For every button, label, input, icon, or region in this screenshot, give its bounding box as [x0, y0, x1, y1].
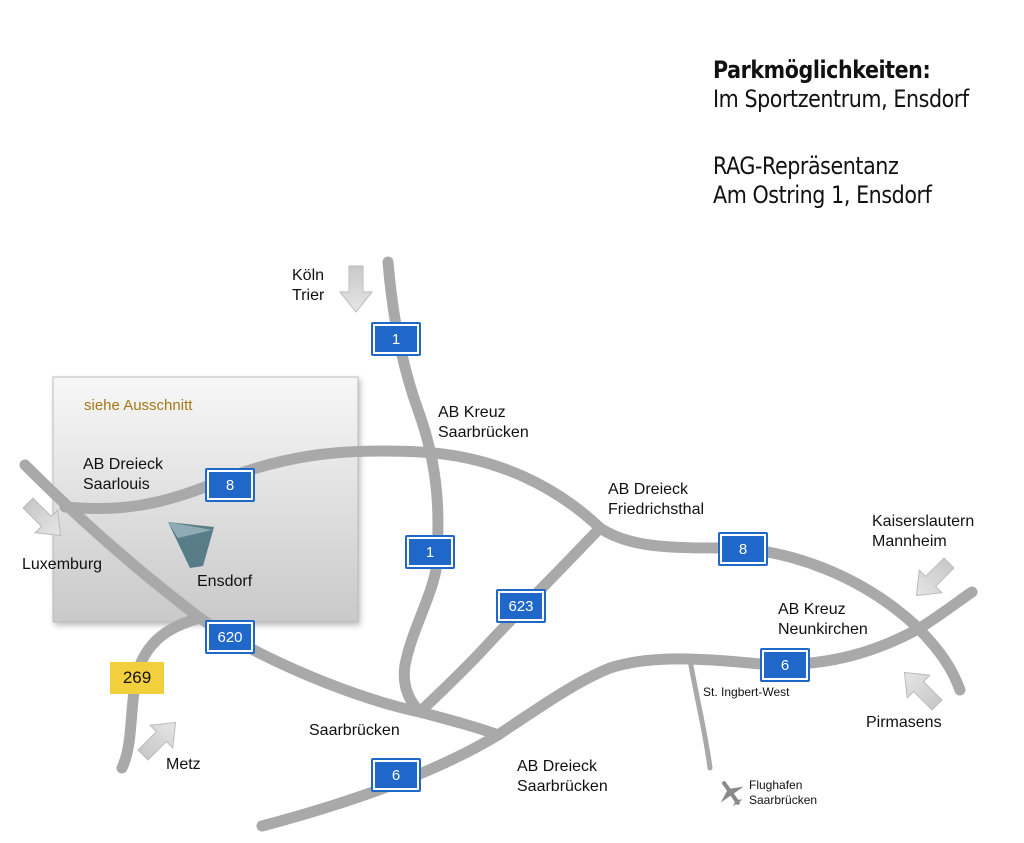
shield-number: 620: [209, 624, 251, 650]
arrow-kaiserslautern-icon: [915, 557, 955, 597]
autobahn-shield-a620: 620: [205, 620, 255, 654]
autobahn-shield-a6: 6: [371, 758, 421, 792]
shield-number: 1: [409, 539, 451, 565]
label-st-ingbert-west: St. Ingbert-West: [703, 685, 790, 699]
autobahn-shield-a8: 8: [718, 532, 768, 566]
bundesstrasse-shield-b269: 269: [110, 662, 164, 694]
road-st-ingbert: [687, 657, 713, 771]
shield-number: 1: [375, 326, 417, 352]
shield-number: 8: [722, 536, 764, 562]
label-flughafen: Flughafen Saarbrücken: [749, 778, 818, 807]
parking-line-3: Am Ostring 1, Ensdorf: [713, 181, 932, 209]
label-ab-kreuz-neunkirchen: AB Kreuz Neunkirchen: [778, 601, 868, 638]
autobahn-shield-a1: 1: [371, 322, 421, 356]
inset-label: siehe Ausschnitt: [84, 397, 193, 414]
label-ab-dreieck-saarlouis: AB Dreieck Saarlouis: [83, 456, 164, 493]
autobahn-shield-a623: 623: [496, 589, 546, 623]
label-kaiserslautern-mannheim: Kaiserslautern Mannheim: [872, 513, 975, 550]
parking-info: Parkmöglichkeiten: Im Sportzentrum, Ensd…: [713, 56, 969, 210]
shield-number: 6: [375, 762, 417, 788]
arrow-koeln-icon: [338, 265, 374, 313]
shield-number: 8: [209, 472, 251, 498]
autobahn-shield-a1: 1: [405, 535, 455, 569]
ensdorf-marker-icon: [168, 522, 214, 568]
arrow-pirmasens-icon: [903, 671, 943, 711]
label-ab-dreieck-friedrichsthal: AB Dreieck Friedrichsthal: [608, 481, 705, 518]
shield-number: 623: [500, 593, 542, 619]
label-ab-kreuz-saarbruecken: AB Kreuz Saarbrücken: [438, 404, 529, 441]
autobahn-shield-a8: 8: [205, 468, 255, 502]
autobahn-shield-a6: 6: [760, 648, 810, 682]
road-a8-a620: [19, 459, 504, 741]
road-a623: [414, 522, 606, 718]
label-pirmasens: Pirmasens: [866, 714, 942, 731]
parking-title: Parkmöglichkeiten:: [713, 56, 931, 84]
label-ensdorf: Ensdorf: [197, 573, 253, 590]
arrow-luxemburg-icon: [22, 497, 62, 537]
label-metz: Metz: [166, 756, 201, 773]
road-a6: [256, 586, 978, 832]
shield-number: 6: [764, 652, 806, 678]
label-koeln-trier: Köln Trier: [292, 267, 325, 304]
parking-line-2: RAG-Repräsentanz: [713, 152, 899, 180]
airplane-icon: [720, 781, 744, 807]
arrow-metz-icon: [137, 721, 177, 761]
parking-line-1: Im Sportzentrum, Ensdorf: [713, 85, 969, 113]
label-luxemburg: Luxemburg: [22, 556, 103, 573]
label-ab-dreieck-saarbruecken: AB Dreieck Saarbrücken: [517, 758, 608, 795]
label-saarbruecken: Saarbrücken: [309, 722, 400, 739]
